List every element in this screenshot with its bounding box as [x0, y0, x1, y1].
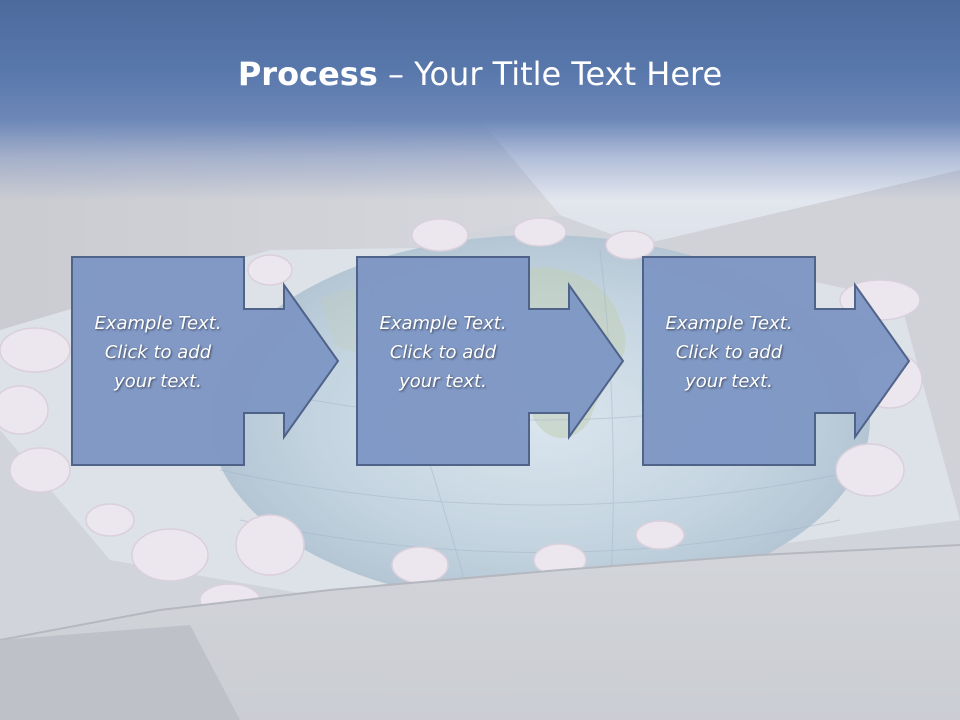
step-1-line-2: Click to add: [104, 342, 212, 363]
slide-title[interactable]: Process – Your Title Text Here: [0, 52, 960, 96]
title-banner: [0, 0, 960, 200]
step-3-line-1: Example Text.: [665, 313, 793, 334]
step-3-arrow-shape: [642, 256, 911, 466]
step-1-line-1: Example Text.: [94, 313, 222, 334]
step-2-line-3: your text.: [399, 371, 487, 392]
process-step-3[interactable]: Example Text. Click to add your text.: [642, 256, 960, 467]
title-bold-text: Process: [237, 55, 378, 93]
step-1-arrow-shape: [71, 256, 340, 466]
step-3-line-3: your text.: [685, 371, 773, 392]
step-1-line-3: your text.: [114, 371, 202, 392]
step-1-text: Example Text. Click to add your text.: [72, 309, 244, 396]
process-step-2[interactable]: Example Text. Click to add your text.: [356, 256, 697, 467]
step-2-line-1: Example Text.: [379, 313, 507, 334]
title-regular-text: – Your Title Text Here: [377, 55, 723, 93]
step-2-line-2: Click to add: [389, 342, 497, 363]
step-3-line-2: Click to add: [675, 342, 783, 363]
step-3-text: Example Text. Click to add your text.: [643, 309, 815, 396]
step-2-arrow-shape: [356, 256, 625, 466]
process-step-1[interactable]: Example Text. Click to add your text.: [71, 256, 412, 467]
step-2-text: Example Text. Click to add your text.: [357, 309, 529, 396]
